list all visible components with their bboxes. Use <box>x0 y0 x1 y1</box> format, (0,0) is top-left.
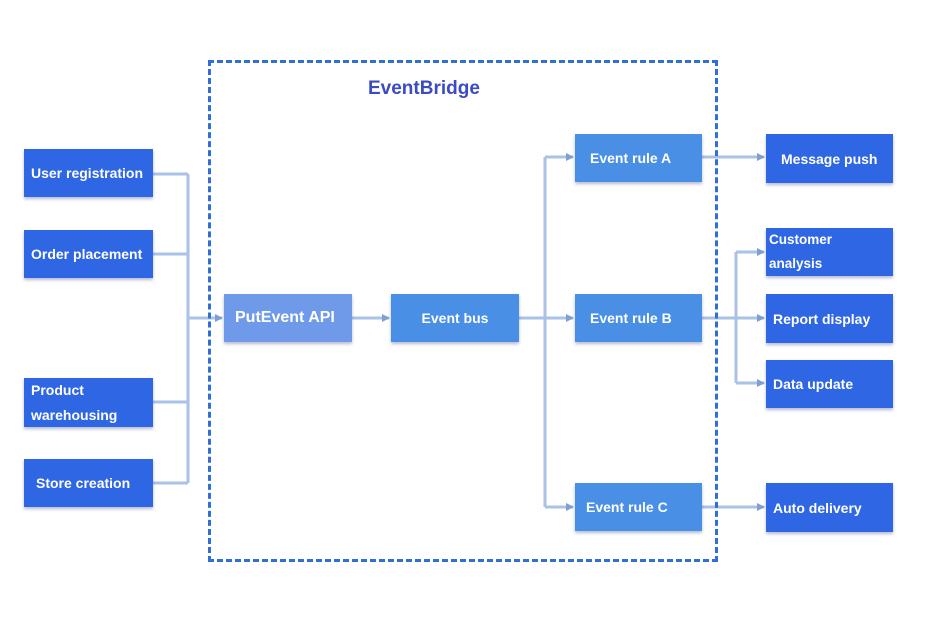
target-customer-analysis[interactable]: Customer analysis <box>766 228 893 276</box>
event-rule-a-box[interactable]: Event rule A <box>575 134 702 182</box>
putevent-api-box[interactable]: PutEvent API <box>224 294 352 342</box>
source-order-placement-label: Order placement <box>31 246 143 262</box>
putevent-api-label: PutEvent API <box>235 309 335 326</box>
source-product-warehousing[interactable]: Product warehousing <box>24 378 153 427</box>
source-store-creation-label: Store creation <box>36 475 131 491</box>
target-message-push[interactable]: Message push <box>766 134 893 183</box>
target-auto-delivery[interactable]: Auto delivery <box>766 483 893 532</box>
target-report-display-label: Report display <box>773 310 871 327</box>
event-rule-b-box[interactable]: Event rule B <box>575 294 702 342</box>
source-store-creation[interactable]: Store creation <box>24 459 153 507</box>
target-auto-delivery-label: Auto delivery <box>773 499 862 516</box>
event-rule-c-label: Event rule C <box>586 499 668 515</box>
source-product-warehousing-label: Product warehousing <box>31 381 118 423</box>
event-rule-a-label: Event rule A <box>590 150 672 166</box>
event-rule-c-box[interactable]: Event rule C <box>575 483 702 531</box>
event-bus-box[interactable]: Event bus <box>391 294 519 342</box>
target-message-push-label: Message push <box>781 150 878 167</box>
target-report-display[interactable]: Report display <box>766 294 893 343</box>
source-user-registration-label: User registration <box>31 165 144 181</box>
source-order-placement[interactable]: Order placement <box>24 230 153 278</box>
target-data-update[interactable]: Data update <box>766 360 893 408</box>
eventbridge-container <box>208 60 718 562</box>
container-title: EventBridge <box>368 78 480 99</box>
target-data-update-label: Data update <box>773 376 854 392</box>
target-customer-analysis-label: Customer analysis <box>769 232 833 271</box>
event-rule-b-label: Event rule B <box>590 310 672 326</box>
event-bus-label: Event bus <box>421 310 489 326</box>
source-user-registration[interactable]: User registration <box>24 149 153 197</box>
